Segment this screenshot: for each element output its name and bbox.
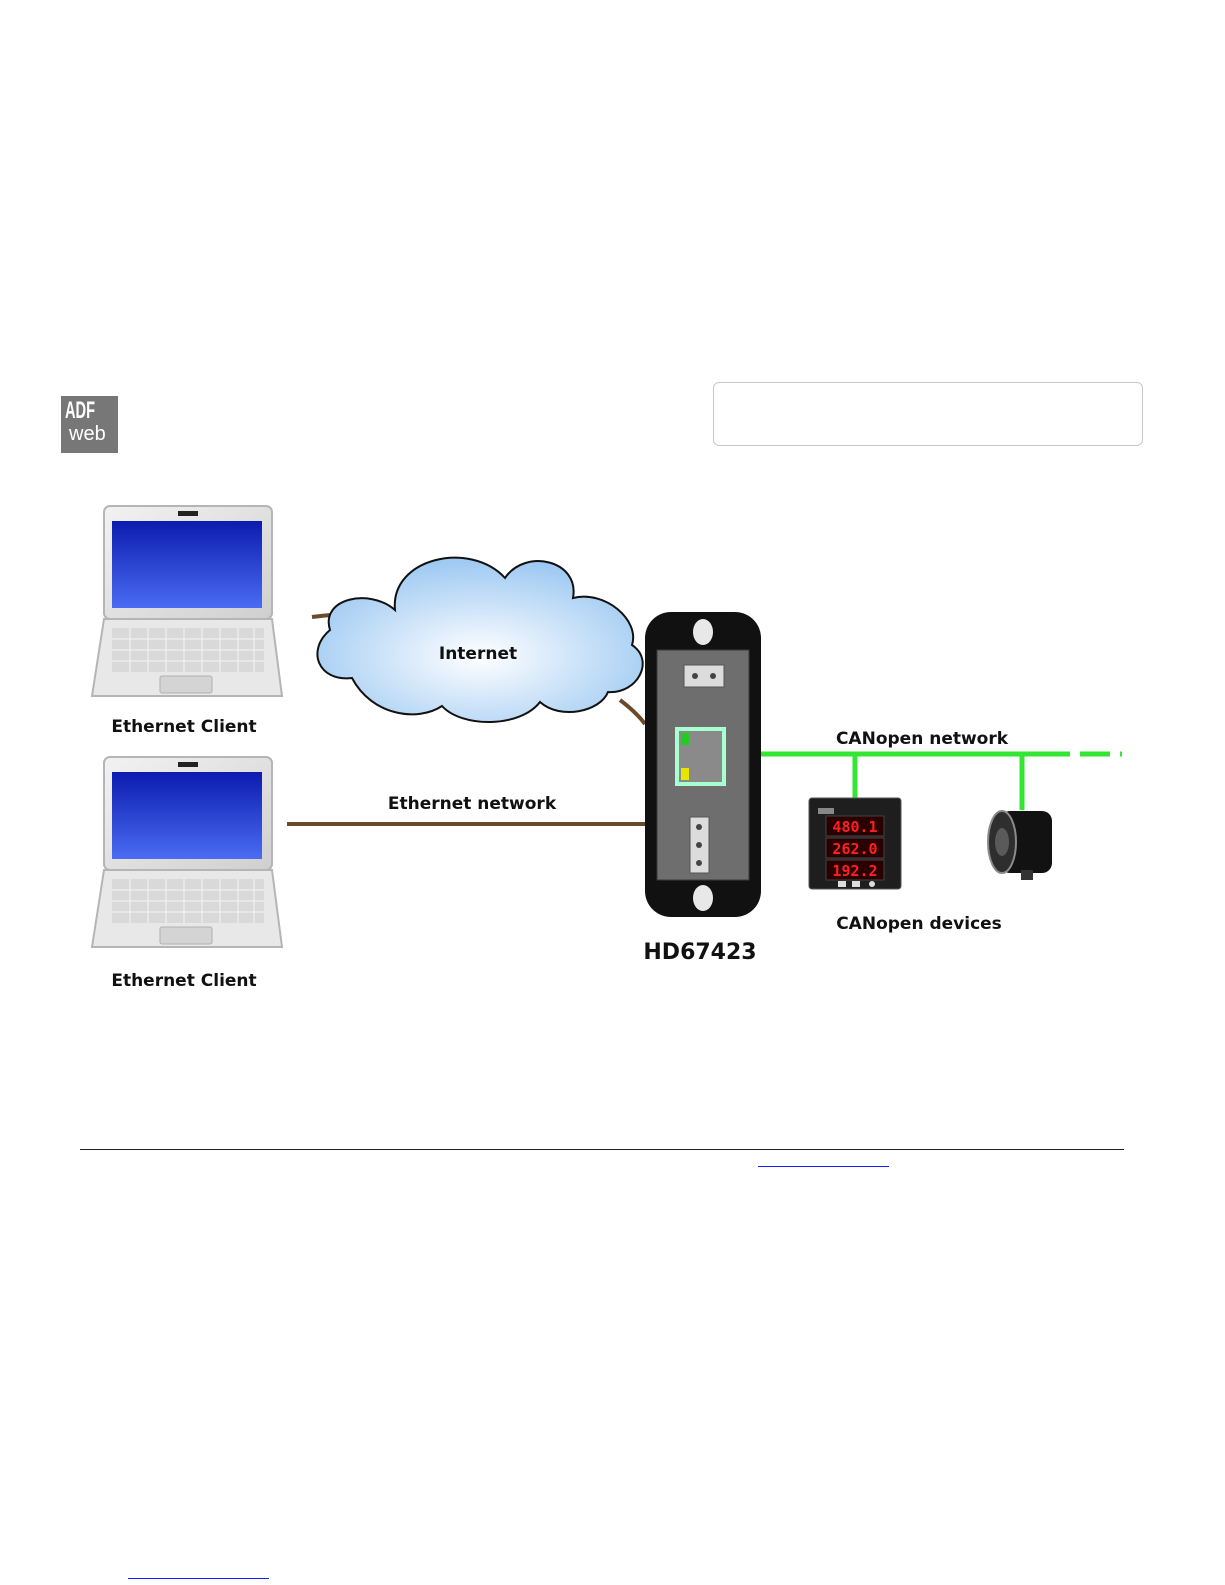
ethernet-client-label: Ethernet Client (111, 971, 256, 991)
ethernet-client-label: Ethernet Client (111, 717, 256, 737)
ethernet-network-label: Ethernet network (388, 794, 557, 814)
laptop-icon (92, 757, 282, 947)
gateway-device (645, 612, 761, 917)
cloud-icon (317, 558, 642, 722)
encoder-device (988, 811, 1052, 880)
logo-text-adf: ADF (65, 397, 95, 424)
power-meter-device: 480.1 262.0 192.2 (809, 798, 901, 889)
logo-text-web: web (68, 423, 106, 445)
bottom-link-underline (128, 1578, 269, 1579)
footer-rule (80, 1149, 1124, 1150)
laptop-icon (92, 506, 282, 696)
meter-reading: 192.2 (832, 862, 877, 880)
canopen-network-label: CANopen network (836, 729, 1009, 749)
adfweb-logo: ADF web (61, 396, 118, 453)
meter-reading: 480.1 (832, 818, 877, 836)
canopen-devices-label: CANopen devices (836, 914, 1002, 934)
connection-diagram: 480.1 262.0 192.2 Internet Ethernet Clie… (0, 470, 1225, 1010)
internet-label: Internet (439, 644, 517, 664)
cable-cloud-to-gateway (620, 700, 645, 724)
meter-reading: 262.0 (832, 840, 877, 858)
header-title-box (713, 382, 1143, 446)
footer-link-underline (758, 1166, 889, 1167)
device-model-label: HD67423 (643, 940, 756, 965)
